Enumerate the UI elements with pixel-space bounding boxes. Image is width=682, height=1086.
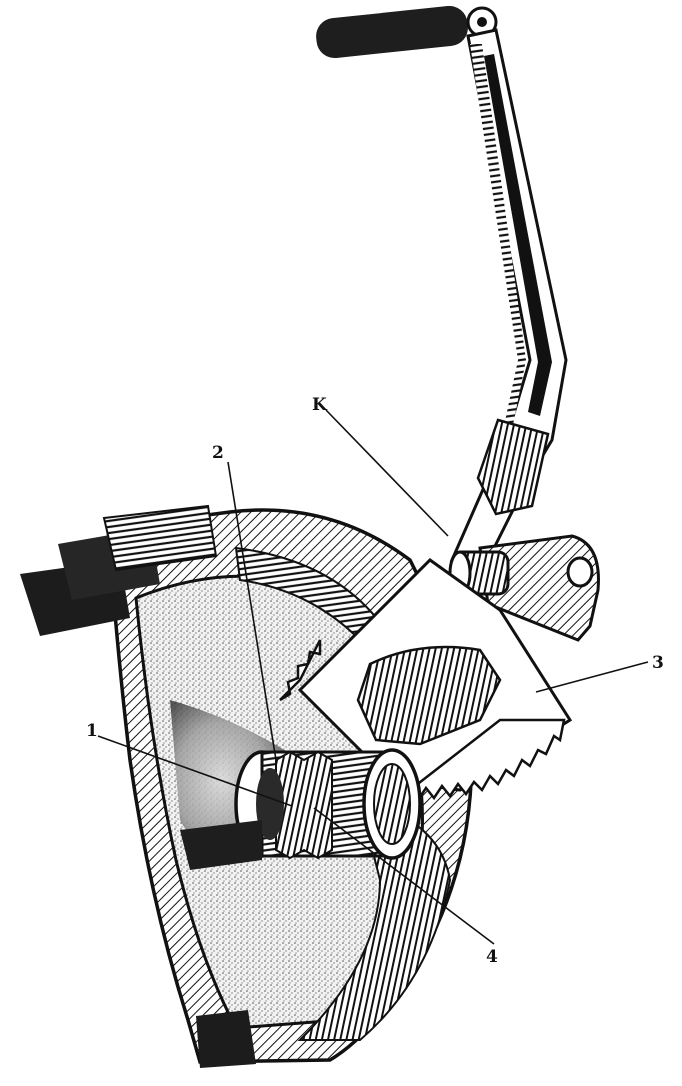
sector-window — [356, 645, 502, 746]
leader-1 — [97, 735, 293, 807]
label-k: K — [312, 395, 328, 415]
label-2: 2 — [212, 443, 224, 463]
lever-slot — [484, 54, 552, 416]
sector-top-teeth — [279, 639, 322, 702]
pinion-inner-bore — [256, 768, 284, 840]
housing-foot — [196, 1010, 256, 1068]
housing-lower-wall-lines — [297, 798, 452, 1041]
label-3: 3 — [652, 653, 664, 673]
housing-rib-top — [102, 504, 218, 572]
leader-2 — [227, 461, 277, 761]
bushing-inner — [373, 763, 411, 845]
callout-labels: K 1 2 3 4 — [86, 395, 664, 967]
label-1: 1 — [86, 721, 98, 741]
leader-k — [325, 409, 449, 537]
pinion-splines — [275, 750, 333, 860]
lever-knuckle — [476, 418, 550, 516]
callout-leaders — [97, 409, 649, 945]
boss-bore — [566, 556, 594, 588]
leader-3 — [535, 661, 649, 693]
shaft-shadow — [180, 820, 262, 870]
pinion-assembly — [180, 748, 422, 870]
leader-4 — [313, 807, 495, 945]
toothed-sector — [279, 558, 573, 803]
lever-grip — [316, 5, 468, 59]
sector-teeth — [408, 718, 566, 803]
boss-body — [478, 534, 600, 642]
label-4: 4 — [486, 947, 498, 967]
kick-lever — [316, 5, 568, 562]
grip-pivot-pin — [477, 17, 487, 27]
